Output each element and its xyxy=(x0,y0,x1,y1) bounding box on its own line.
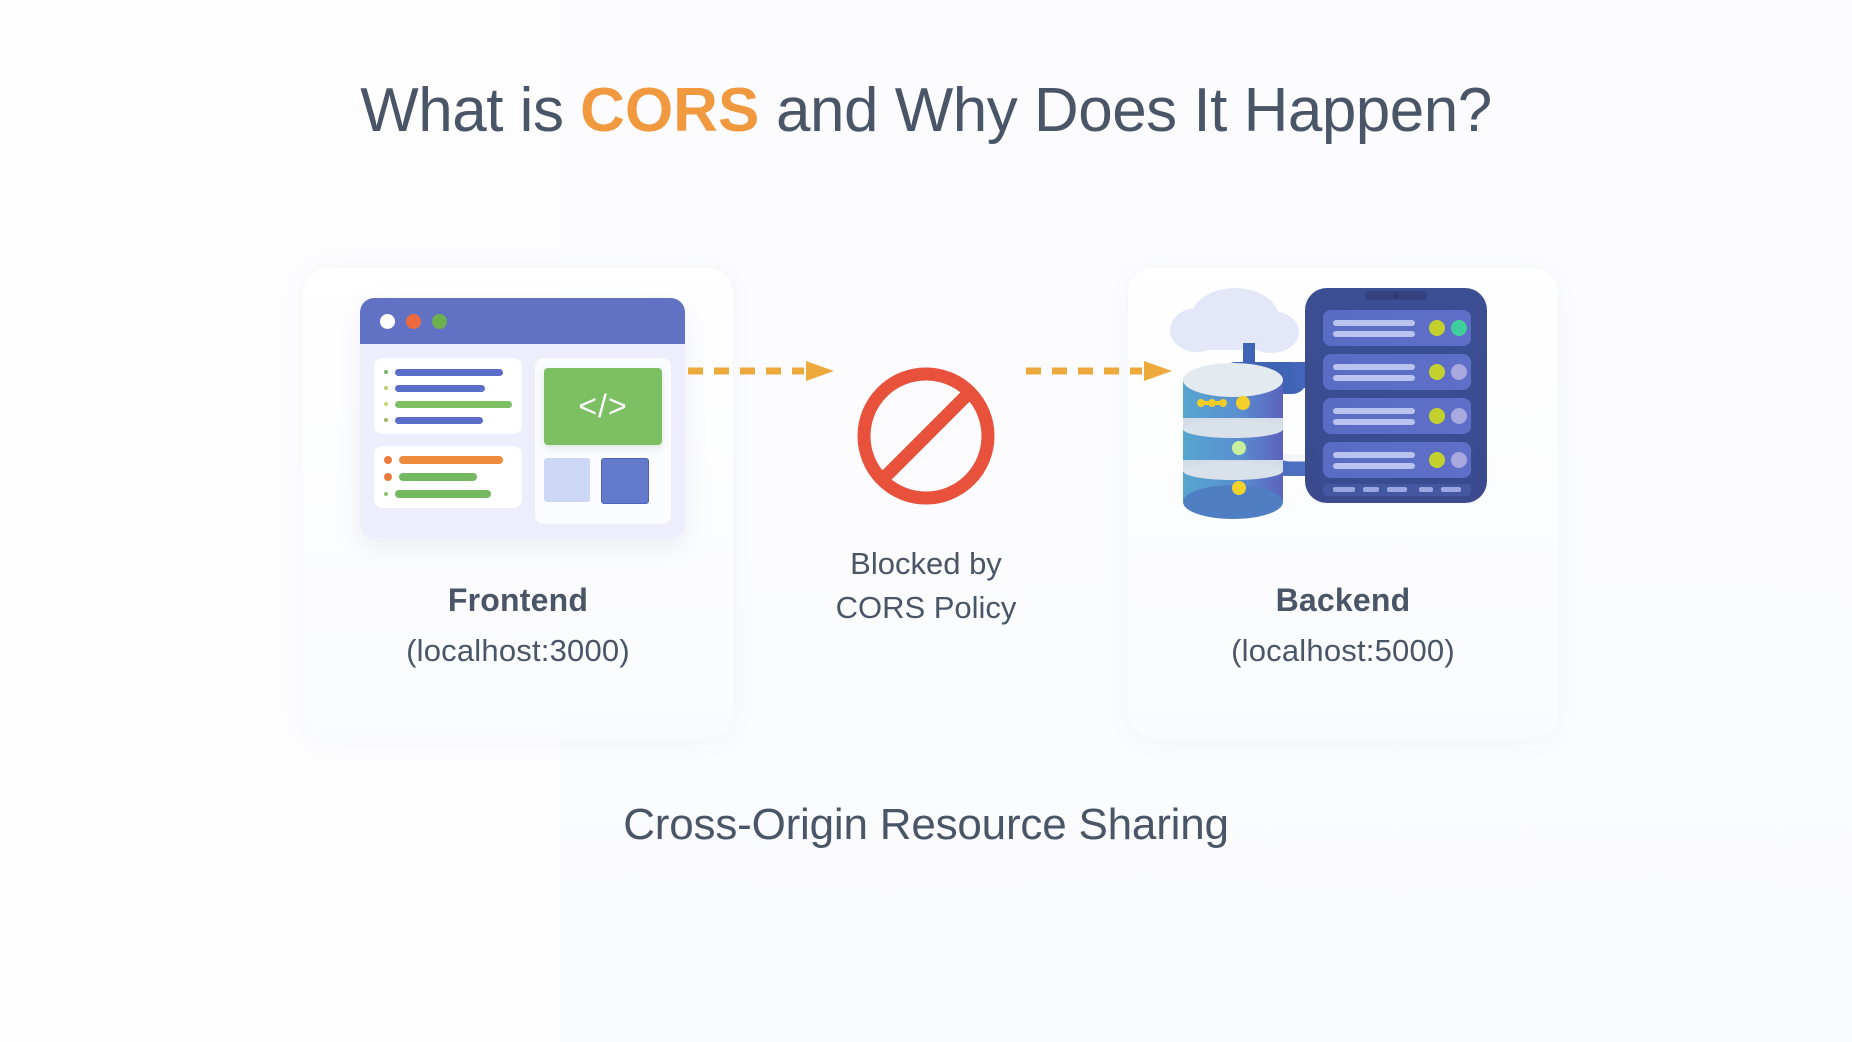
blocked-label-line1: Blocked by xyxy=(850,546,1002,581)
list-bullet-icon xyxy=(384,418,388,422)
list-bar xyxy=(395,416,483,424)
list-item xyxy=(384,368,512,376)
list-bar xyxy=(395,368,503,376)
list-bullet-icon xyxy=(384,402,388,406)
list-bar xyxy=(395,384,485,392)
browser-left-column xyxy=(374,358,522,524)
content-tile-solid xyxy=(601,458,649,504)
frontend-browser-illustration: </> xyxy=(360,298,685,538)
browser-content: </> xyxy=(360,344,685,538)
window-maximize-dot-icon xyxy=(432,313,447,329)
title-accent-cors: CORS xyxy=(580,76,760,145)
list-item xyxy=(384,456,512,464)
request-arrow-right xyxy=(1024,360,1174,387)
browser-right-column: </> xyxy=(535,358,671,524)
footer-caption: Cross-Origin Resource Sharing xyxy=(623,800,1229,849)
blocked-sign-icon xyxy=(852,362,1000,510)
list-item xyxy=(384,384,512,392)
window-close-dot-icon xyxy=(380,313,395,329)
content-list-panel-primary xyxy=(374,358,522,434)
frontend-origin: (localhost:3000) xyxy=(406,633,630,668)
server-rack xyxy=(1305,288,1487,503)
backend-label-group: Backend (localhost:5000) xyxy=(1128,582,1558,669)
content-tiles xyxy=(544,458,662,504)
list-bullet-icon xyxy=(384,473,392,481)
content-tile-light xyxy=(544,458,590,502)
list-bar xyxy=(395,400,512,408)
cloud-shape xyxy=(1170,288,1299,353)
backend-server-illustration xyxy=(1165,258,1505,543)
list-item xyxy=(384,416,512,424)
title-text-before: What is xyxy=(360,76,581,145)
frontend-label-group: Frontend (localhost:3000) xyxy=(303,582,733,669)
list-item xyxy=(384,490,512,498)
list-bullet-icon xyxy=(384,492,388,496)
blocked-label-line2: CORS Policy xyxy=(835,590,1017,626)
window-minimize-dot-icon xyxy=(406,313,421,329)
browser-titlebar xyxy=(360,298,685,344)
list-bullet-icon xyxy=(384,456,392,464)
list-bar xyxy=(399,473,477,481)
list-bullet-icon xyxy=(384,386,388,390)
list-item xyxy=(384,473,512,481)
list-bar xyxy=(399,456,503,464)
blocked-label-group: Blocked by CORS Policy xyxy=(766,542,1086,630)
code-icon: </> xyxy=(544,368,662,445)
list-bullet-icon xyxy=(384,370,388,374)
content-list-panel-secondary xyxy=(374,446,522,508)
frontend-label: Frontend xyxy=(447,582,589,618)
request-arrow-left xyxy=(686,360,836,387)
backend-origin: (localhost:5000) xyxy=(1231,633,1455,668)
title-text-after: and Why Does It Happen? xyxy=(759,76,1492,145)
page-title: What is CORS and Why Does It Happen? xyxy=(0,78,1852,143)
database-cylinder xyxy=(1183,363,1283,519)
list-bar xyxy=(395,490,491,498)
diagram-stage: </> xyxy=(0,250,1852,770)
list-item xyxy=(384,400,512,408)
backend-label: Backend xyxy=(1275,582,1411,618)
